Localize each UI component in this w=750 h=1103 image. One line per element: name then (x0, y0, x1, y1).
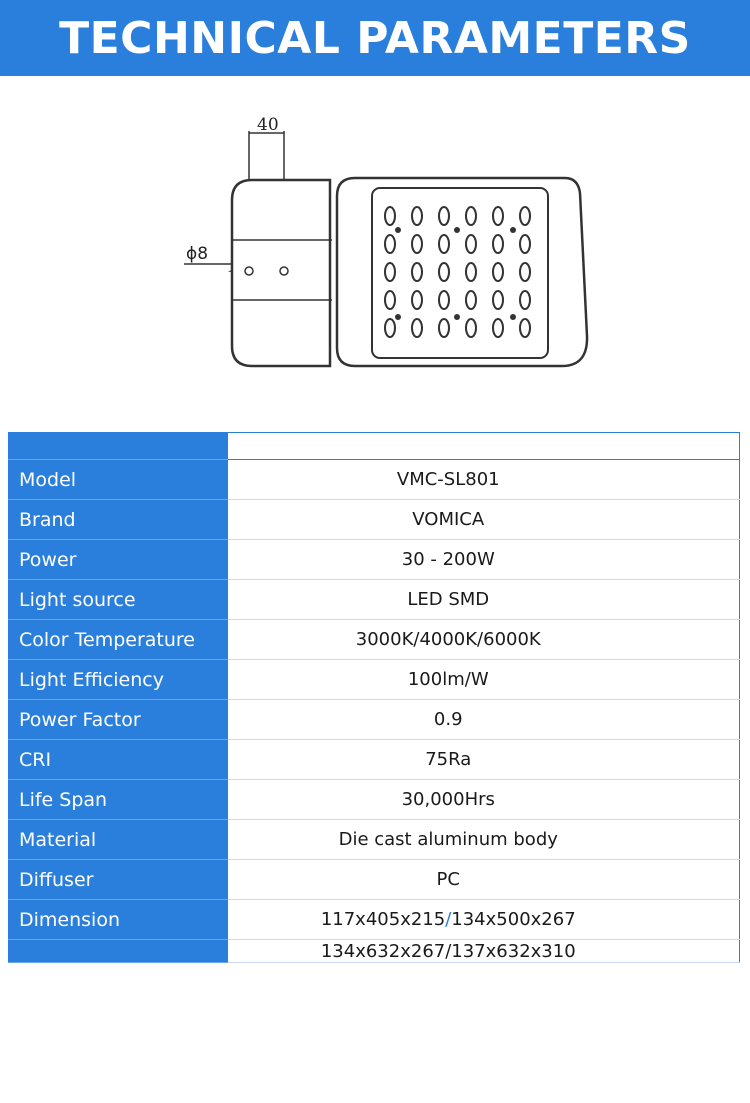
dimension-value-line1: 117x405x215/134x500x267 (227, 899, 740, 940)
dimension-value-line2: 134x632x267/137x632x310 (227, 939, 740, 963)
spec-value: VMC-SL801 (227, 459, 740, 500)
led-icon (438, 234, 450, 254)
table-header-row (8, 432, 740, 460)
spec-label: Light source (8, 579, 228, 620)
spec-label: Model (8, 459, 228, 500)
table-row-life-span: Life Span 30,000Hrs (8, 779, 740, 820)
led-icon (411, 234, 423, 254)
spec-value: 75Ra (227, 739, 740, 780)
table-row-diffuser: Diffuser PC (8, 859, 740, 900)
spec-value: 3000K/4000K/6000K (227, 619, 740, 660)
spec-label: Dimension (8, 899, 228, 940)
spec-value: 30 - 200W (227, 539, 740, 580)
led-icon (438, 206, 450, 226)
led-icon (438, 262, 450, 282)
spec-value: LED SMD (227, 579, 740, 620)
table-row-dimension: Dimension 117x405x215/134x500x267 (8, 899, 740, 940)
table-row-light-efficiency: Light Efficiency 100lm/W (8, 659, 740, 700)
spec-label: Material (8, 819, 228, 860)
dimension-separator: / (445, 909, 452, 930)
led-icon (438, 290, 450, 310)
led-icon (411, 206, 423, 226)
led-icon (384, 290, 396, 310)
spec-label: Diffuser (8, 859, 228, 900)
led-icon (492, 234, 504, 254)
spec-value: 0.9 (227, 699, 740, 740)
led-array (384, 206, 531, 338)
screw-icon (510, 314, 516, 320)
led-icon (519, 262, 531, 282)
screw-icon (454, 227, 460, 233)
led-icon (411, 318, 423, 338)
diameter-dimension-label: ϕ8 (186, 244, 208, 264)
spec-value: PC (227, 859, 740, 900)
page-title: TECHNICAL PARAMETERS (59, 12, 691, 64)
table-row-color-temperature: Color Temperature 3000K/4000K/6000K (8, 619, 740, 660)
spec-value: VOMICA (227, 499, 740, 540)
table-row-dimension-continued: 134x632x267/137x632x310 (8, 939, 740, 963)
led-icon (519, 290, 531, 310)
header-value-cell (227, 432, 740, 460)
led-icon (519, 234, 531, 254)
led-icon (492, 206, 504, 226)
spec-value: Die cast aluminum body (227, 819, 740, 860)
led-icon (438, 318, 450, 338)
table-row-cri: CRI 75Ra (8, 739, 740, 780)
led-icon (465, 234, 477, 254)
spec-label: Power Factor (8, 699, 228, 740)
spec-label: Life Span (8, 779, 228, 820)
dimension-size-b: 134x500x267 (451, 909, 576, 930)
spec-value: 100lm/W (227, 659, 740, 700)
led-icon (492, 262, 504, 282)
table-row-light-source: Light source LED SMD (8, 579, 740, 620)
screw-icon (510, 227, 516, 233)
table-row-power-factor: Power Factor 0.9 (8, 699, 740, 740)
spec-label: CRI (8, 739, 228, 780)
table-row-material: Material Die cast aluminum body (8, 819, 740, 860)
led-icon (465, 290, 477, 310)
header-banner: TECHNICAL PARAMETERS (0, 0, 750, 76)
spec-label: Light Efficiency (8, 659, 228, 700)
led-icon (492, 318, 504, 338)
screw-icon (395, 227, 401, 233)
led-icon (465, 318, 477, 338)
led-icon (411, 262, 423, 282)
spec-label-empty (8, 939, 228, 963)
spec-label: Brand (8, 499, 228, 540)
screw-icon (454, 314, 460, 320)
led-icon (384, 234, 396, 254)
parameters-table: Model VMC-SL801 Brand VOMICA Power 30 - … (8, 432, 740, 963)
led-icon (492, 290, 504, 310)
dimension-size-a: 117x405x215 (320, 909, 446, 930)
street-light-drawing: 40 ϕ8 (184, 115, 589, 368)
table-row-power: Power 30 - 200W (8, 539, 740, 580)
led-icon (384, 318, 396, 338)
led-icon (519, 318, 531, 338)
width-dimension-label: 40 (257, 115, 279, 135)
spec-label: Color Temperature (8, 619, 228, 660)
table-row-model: Model VMC-SL801 (8, 459, 740, 500)
led-icon (519, 206, 531, 226)
led-icon (411, 290, 423, 310)
table-row-brand: Brand VOMICA (8, 499, 740, 540)
spec-label: Power (8, 539, 228, 580)
spec-value: 30,000Hrs (227, 779, 740, 820)
led-icon (465, 206, 477, 226)
screw-icon (395, 314, 401, 320)
header-label-cell (8, 432, 228, 460)
led-icon (384, 206, 396, 226)
led-icon (465, 262, 477, 282)
led-icon (384, 262, 396, 282)
